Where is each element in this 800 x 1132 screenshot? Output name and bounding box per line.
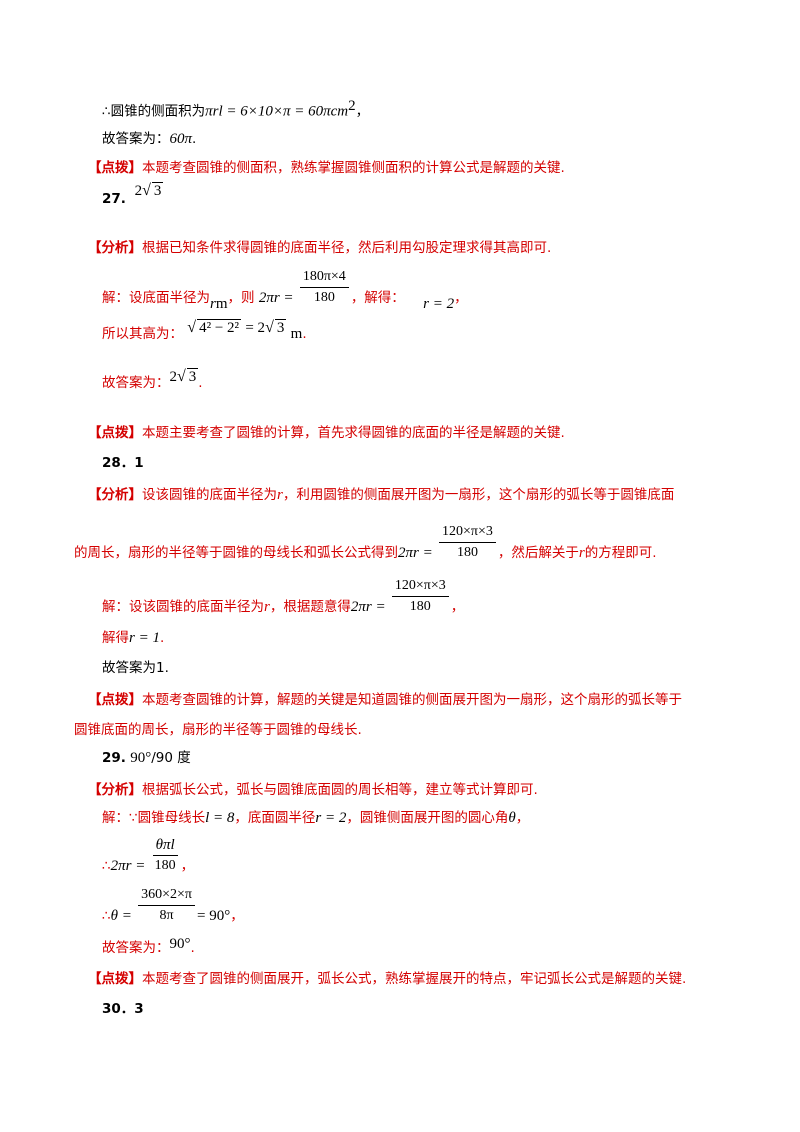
solution-29: 解：∵圆锥母线长l = 8，底面圆半径r = 2，圆锥侧面展开图的圆心角θ，	[102, 810, 530, 826]
question-28-header: 28．1	[102, 455, 144, 471]
question-30-header: 30．3	[102, 1001, 144, 1017]
remark-26: 【点拨】本题考查圆锥的侧面积，熟练掌握圆锥侧面积的计算公式是解题的关键.	[88, 160, 565, 176]
area-formula: πrl = 6×10×π = 60πcm	[205, 103, 349, 120]
analysis-28-a: 【分析】设该圆锥的底面半径为r，利用圆锥的侧面展开图为一扇形，这个扇形的弧长等于…	[88, 487, 675, 503]
question-29-header: 29. 90°/90 度	[102, 750, 191, 766]
height-27: 所以其高为： √4² − 2² = 2√3 m.	[102, 319, 307, 342]
step-29-a: ∴2πr = θπl 180 ，	[102, 837, 195, 874]
remark-27: 【点拨】本题主要考查了圆锥的计算，首先求得圆锥的底面的半径是解题的关键.	[88, 425, 565, 441]
fraction-27: 180π×4 180	[299, 269, 349, 306]
remark-29: 【点拨】本题考查了圆锥的侧面展开，弧长公式，熟练掌握展开的特点，牢记弧长公式是解…	[88, 971, 687, 987]
step-29-b: ∴θ = 360×2×π 8π = 90°，	[102, 887, 244, 924]
question-27-header: 27. 2√3	[102, 182, 800, 208]
result-28: 解得r = 1.	[102, 630, 165, 646]
solution-28: 解：设该圆锥的底面半径为r，根据题意得2πr = 120×π×3 180 ，	[102, 578, 465, 615]
answer-27: 故答案为：2√3.	[102, 368, 203, 391]
answer-29: 故答案为：90°.	[102, 936, 195, 956]
analysis-tag: 【分析】	[88, 240, 142, 256]
fraction-29a: θπl 180	[152, 837, 179, 874]
analysis-27: 【分析】根据已知条件求得圆锥的底面半径，然后利用勾股定理求得其高即可.	[88, 240, 552, 256]
fraction-28b: 120×π×3 180	[391, 578, 449, 615]
area-statement: ∴圆锥的侧面积为πrl = 6×10×π = 60πcm2，	[102, 98, 370, 120]
solution-27: 解：设底面半径为rm，则 2πr = 180π×4 180 ，解得： r = 2…	[102, 269, 468, 312]
answer-26: 故答案为：60π.	[102, 131, 197, 147]
q27-answer: 2√3	[134, 182, 164, 199]
area-text: ∴圆锥的侧面积为	[102, 103, 206, 120]
area-exponent: 2	[348, 98, 356, 114]
remark-28-b: 圆锥底面的周长，扇形的半径等于圆锥的母线长.	[74, 722, 362, 738]
remark-28-a: 【点拨】本题考查圆锥的计算，解题的关键是知道圆锥的侧面展开图为一扇形，这个扇形的…	[88, 692, 682, 708]
analysis-28-b: 的周长，扇形的半径等于圆锥的母线长和弧长公式得到2πr = 120×π×3 18…	[74, 524, 657, 561]
fraction-29b: 360×2×π 8π	[138, 887, 195, 924]
answer-26-value: 60π	[169, 131, 193, 147]
analysis-29: 【分析】根据弧长公式，弧长与圆锥底面圆的周长相等，建立等式计算即可.	[88, 782, 538, 798]
question-number: 27.	[102, 191, 126, 207]
remark-tag: 【点拨】	[88, 160, 142, 176]
fraction-28a: 120×π×3 180	[439, 524, 496, 561]
answer-28: 故答案为1.	[102, 660, 169, 676]
